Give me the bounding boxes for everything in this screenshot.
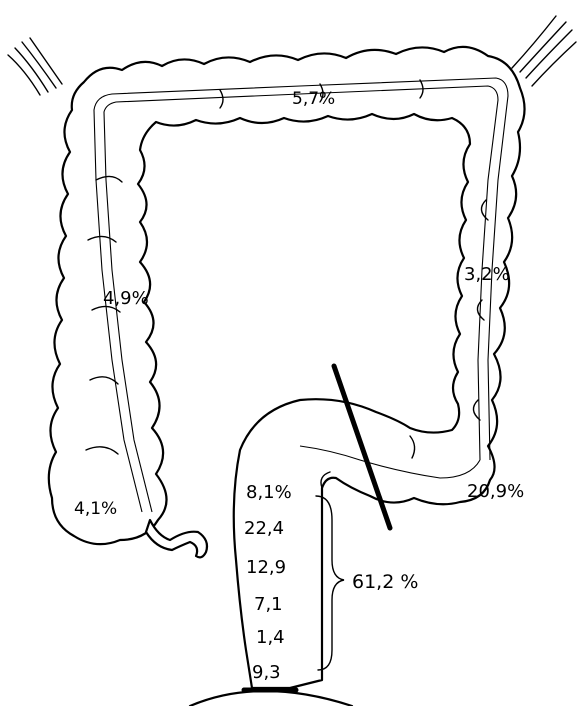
rectum-segment-label: 9,3 [252,662,281,683]
rectum-segment-label: 7,1 [254,594,283,615]
colon-outline [49,47,525,688]
rectum-segment-label: 8,1% [246,482,292,503]
right-mesentery-strands [512,16,576,86]
label-descending: 3,2% [464,264,510,285]
label-transverse: 5,7% [292,89,335,109]
left-mesentery-strands [8,38,62,95]
rectum-segment-label: 1,4 [256,627,285,648]
label-cecum: 4,1% [74,499,117,519]
anal-base [190,691,352,706]
rectum-segment-label: 22,4 [244,518,284,539]
label-ascending: 4,9% [103,288,149,309]
label-sigmoid: 20,9% [467,481,524,502]
rectum-segment-label: 12,9 [246,557,286,578]
label-rectum-total: 61,2 % [352,571,418,593]
